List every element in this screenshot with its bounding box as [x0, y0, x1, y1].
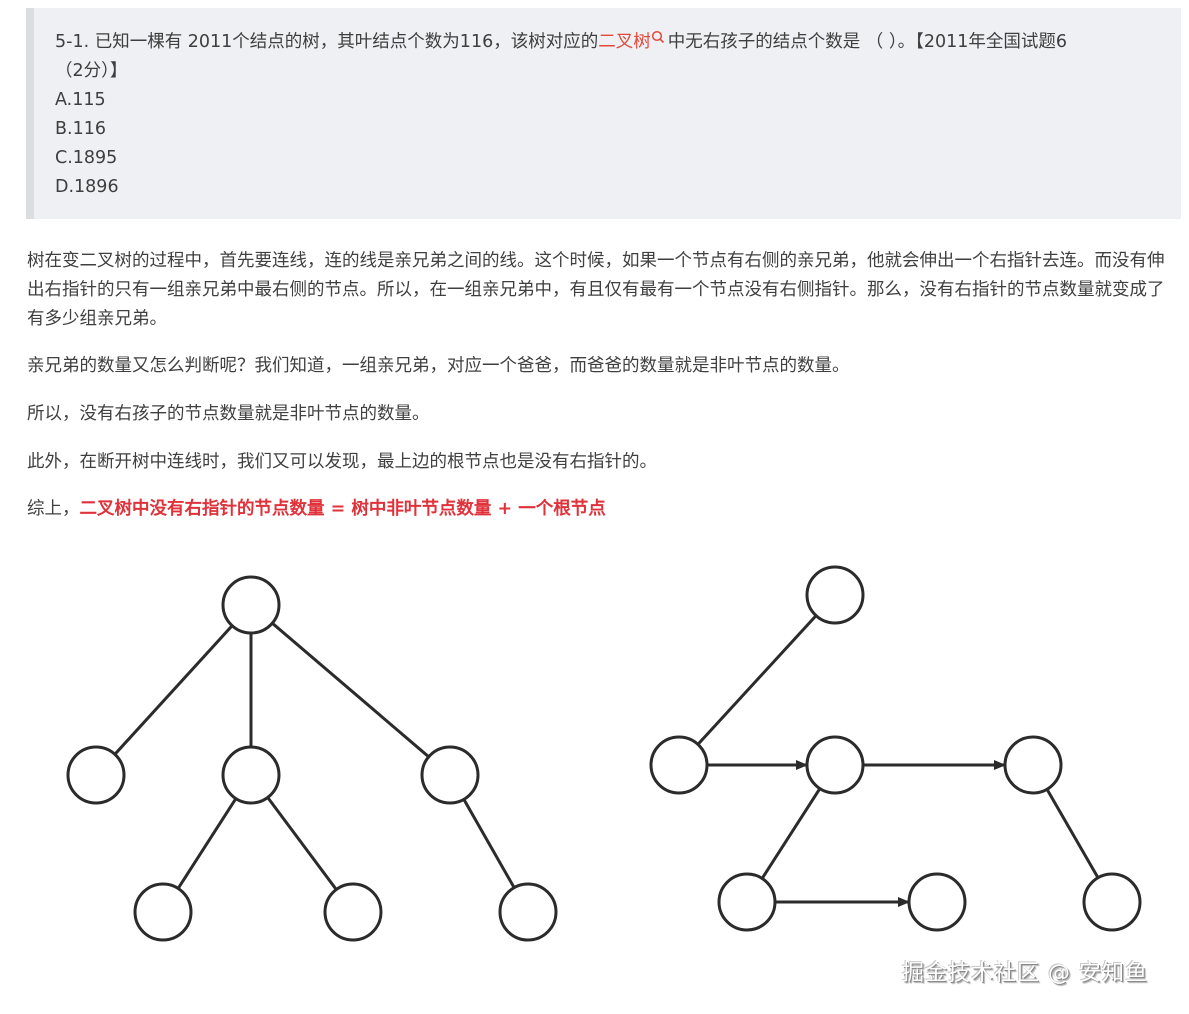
- tree-node: [133, 882, 193, 942]
- binary-tree-node: [649, 735, 709, 795]
- option-b: B.116: [55, 119, 106, 139]
- question-blockquote: 5-1. 已知一棵有 2011个结点的树，其叶结点个数为116，该树对应的二叉树…: [26, 8, 1181, 219]
- binary-tree-edge: [696, 614, 818, 746]
- question-line-2: （2分）】: [55, 61, 128, 81]
- conclusion-prefix: 综上，: [27, 499, 80, 519]
- explanation-paragraph-4: 此外，在断开树中连线时，我们又可以发现，最上边的根节点也是没有右指针的。: [27, 452, 657, 472]
- general-tree-diagram: [66, 575, 558, 942]
- conclusion-emphasis: 二叉树中没有右指针的节点数量 = 树中非叶节点数量 + 一个根节点: [79, 499, 606, 519]
- option-a: A.115: [55, 90, 106, 110]
- option-c: C.1895: [55, 148, 118, 168]
- binary-tree-node: [907, 872, 967, 932]
- tree-node: [420, 745, 480, 805]
- binary-tree-node: [1082, 872, 1142, 932]
- binary-tree-node: [717, 872, 777, 932]
- conclusion-paragraph: 综上，二叉树中没有右指针的节点数量 = 树中非叶节点数量 + 一个根节点: [27, 495, 1177, 524]
- tree-node: [498, 882, 558, 942]
- binary-tree-search-link[interactable]: 二叉树: [598, 30, 668, 52]
- binary-tree-edge: [1045, 788, 1100, 879]
- tree-node: [66, 745, 126, 805]
- binary-tree-node: [805, 735, 865, 795]
- question-line-1: 5-1. 已知一棵有 2011个结点的树，其叶结点个数为116，该树对应的二叉树…: [55, 28, 1161, 57]
- binary-tree-diagram: [649, 565, 1142, 932]
- tree-node: [323, 882, 383, 942]
- tree-edge: [462, 798, 516, 889]
- binary-tree-link-text: 二叉树: [598, 32, 651, 52]
- option-d: D.1896: [55, 177, 119, 197]
- tree-edge: [113, 624, 234, 756]
- explanation-paragraph-1: 树在变二叉树的过程中，首先要连线，连的线是亲兄弟之间的线。这个时候，如果一个节点…: [27, 251, 1165, 329]
- tree-diagrams: [66, 565, 1142, 942]
- binary-tree-node: [1003, 735, 1063, 795]
- explanation-paragraph-3: 所以，没有右孩子的节点数量就是非叶节点的数量。: [27, 404, 430, 424]
- watermark: 掘金技术社区 @ 安知鱼: [902, 961, 1148, 986]
- search-icon: [651, 30, 664, 44]
- tree-node: [221, 745, 281, 805]
- tree-edge: [271, 622, 430, 758]
- tree-edge: [176, 797, 238, 890]
- question-suffix: 中无右孩子的结点个数是 （ ）。【2011年全国试题6: [667, 32, 1068, 52]
- binary-tree-edge: [760, 787, 822, 880]
- tree-edge: [266, 796, 338, 891]
- explanation-paragraph-2: 亲兄弟的数量又怎么判断呢？我们知道，一组亲兄弟，对应一个爸爸，而爸爸的数量就是非…: [27, 356, 850, 376]
- binary-tree-node: [805, 565, 865, 625]
- question-prefix: 5-1. 已知一棵有 2011个结点的树，其叶结点个数为116，该树对应的: [55, 32, 599, 52]
- tree-node: [221, 575, 281, 635]
